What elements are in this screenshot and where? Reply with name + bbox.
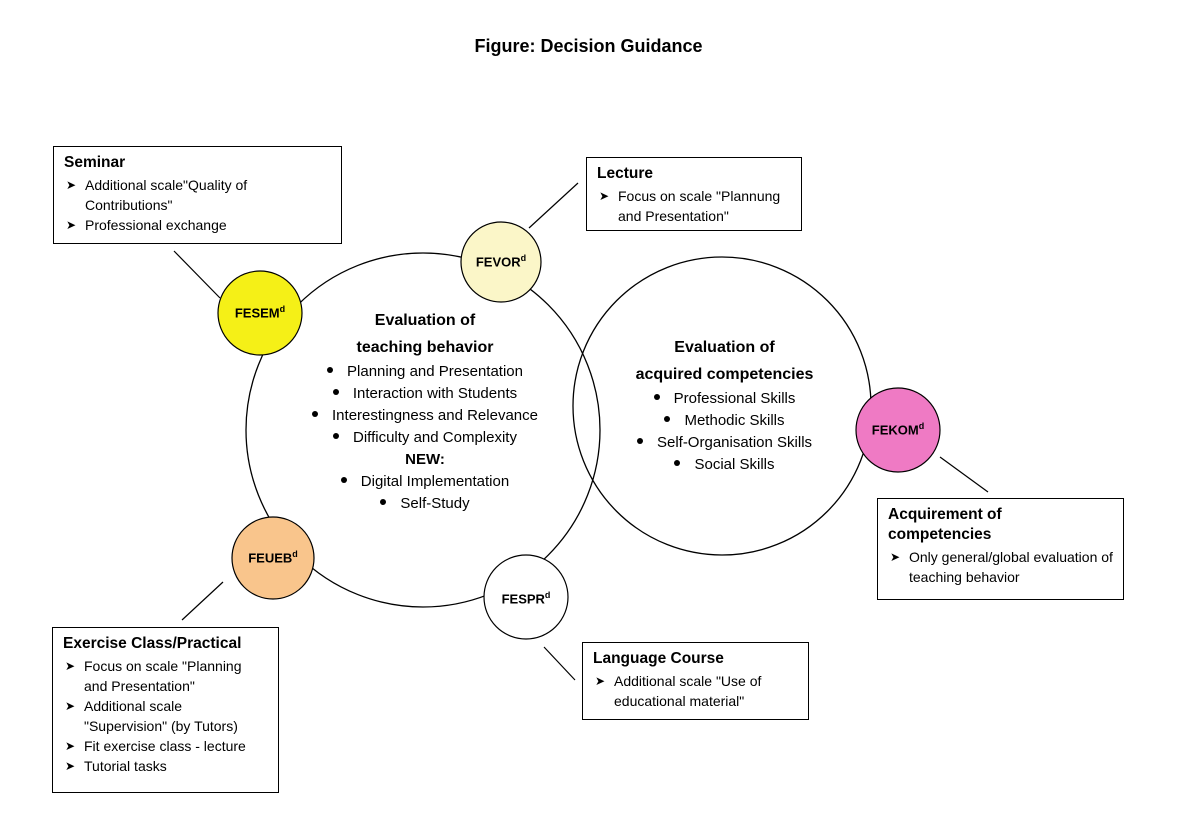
list-item: ➤Fit exercise class - lecture	[65, 738, 246, 754]
lecture-list: ➤Focus on scale "Plannung and Presentati…	[597, 186, 791, 226]
bullet-icon	[312, 411, 319, 418]
fesem-node	[217, 270, 303, 356]
connector-lecture	[528, 182, 579, 229]
list-item: ➤Only general/global evaluation of teach…	[890, 549, 1113, 585]
list-item: ➤Professional exchange	[66, 217, 227, 233]
language-box: Language Course ➤Additional scale "Use o…	[582, 642, 809, 720]
bullet-icon	[333, 433, 340, 440]
seminar-list: ➤Additional scale"Quality of Contributio…	[64, 175, 331, 235]
lecture-box: Lecture ➤Focus on scale "Plannung and Pr…	[586, 157, 802, 231]
list-item: Difficulty and Complexity	[300, 427, 550, 449]
arrow-bullet-icon: ➤	[66, 218, 77, 232]
list-item: ➤Tutorial tasks	[65, 758, 167, 774]
figure-title: Figure: Decision Guidance	[474, 36, 703, 56]
lecture-title: Lecture	[597, 165, 653, 182]
acquirement-list: ➤Only general/global evaluation of teach…	[888, 547, 1113, 587]
list-item: Interaction with Students	[300, 383, 550, 405]
arrow-bullet-icon: ➤	[599, 189, 610, 203]
teaching-behavior-heading-2: teaching behavior	[356, 339, 494, 356]
teaching-behavior-circle	[245, 252, 601, 608]
feueb-label: FEUEBd	[248, 549, 298, 566]
connector-acquirement	[939, 456, 989, 493]
fevor-label: FEVORd	[475, 253, 527, 270]
connector-language	[543, 646, 576, 681]
competencies-heading-1: Evaluation of	[674, 339, 775, 356]
acquirement-box: Acquirement of competencies ➤Only genera…	[877, 498, 1124, 600]
teaching-behavior-text: Evaluation of teaching behavior Planning…	[300, 307, 550, 515]
fevor-node	[460, 221, 542, 303]
bullet-icon	[340, 477, 347, 484]
competencies-list: Professional Skills Methodic Skills Self…	[612, 388, 837, 476]
list-item: Self-Organisation Skills	[612, 432, 837, 454]
fespr-node	[483, 554, 569, 640]
feueb-node	[231, 516, 315, 600]
exercise-title: Exercise Class/Practical	[63, 635, 242, 652]
bullet-icon	[636, 438, 643, 445]
arrow-bullet-icon: ➤	[890, 550, 901, 564]
bullet-icon	[332, 389, 339, 396]
arrow-bullet-icon: ➤	[65, 659, 76, 673]
language-list: ➤Additional scale "Use of educational ma…	[593, 671, 798, 711]
fekom-node	[855, 387, 941, 473]
arrow-bullet-icon: ➤	[66, 178, 77, 192]
arrow-bullet-icon: ➤	[65, 759, 76, 773]
arrow-bullet-icon: ➤	[65, 699, 76, 713]
bullet-icon	[664, 416, 671, 423]
new-label: NEW:	[405, 451, 445, 468]
fesem-label: FESEMd	[234, 304, 286, 321]
arrow-bullet-icon: ➤	[65, 739, 76, 753]
bullet-icon	[653, 394, 660, 401]
fespr-label: FESPRd	[501, 590, 551, 607]
list-item: Methodic Skills	[612, 410, 837, 432]
list-item: ➤Focus on scale "Planning and Presentati…	[65, 658, 242, 694]
teaching-behavior-heading-1: Evaluation of	[374, 312, 476, 329]
list-item: ➤Focus on scale "Plannung and Presentati…	[599, 188, 781, 224]
list-item: Self-Study	[300, 493, 550, 515]
arrow-bullet-icon: ➤	[595, 674, 606, 688]
acquired-competencies-text: Evaluation of acquired competencies Prof…	[612, 334, 837, 476]
list-item: ➤Additional scale"Quality of Contributio…	[66, 177, 248, 213]
acquirement-title: Acquirement of competencies	[888, 506, 1002, 543]
list-item: Social Skills	[612, 454, 837, 476]
connector-seminar	[173, 250, 221, 299]
exercise-list: ➤Focus on scale "Planning and Presentati…	[63, 656, 268, 776]
teaching-behavior-list: Planning and Presentation Interaction wi…	[300, 361, 550, 449]
seminar-box: Seminar ➤Additional scale"Quality of Con…	[53, 146, 342, 244]
language-title: Language Course	[593, 650, 724, 667]
list-item: Planning and Presentation	[300, 361, 550, 383]
bullet-icon	[327, 367, 334, 374]
exercise-box: Exercise Class/Practical ➤Focus on scale…	[52, 627, 279, 793]
list-item: Interestingness and Relevance	[300, 405, 550, 427]
fekom-label: FEKOMd	[871, 421, 925, 438]
connector-exercise	[181, 581, 224, 621]
new-items-list: Digital Implementation Self-Study	[300, 471, 550, 515]
bullet-icon	[674, 460, 681, 467]
bullet-icon	[380, 499, 387, 506]
list-item: ➤Additional scale "Use of educational ma…	[595, 673, 762, 709]
list-item: Professional Skills	[612, 388, 837, 410]
seminar-title: Seminar	[64, 154, 126, 171]
competencies-heading-2: acquired competencies	[635, 366, 814, 383]
list-item: Digital Implementation	[300, 471, 550, 493]
list-item: ➤Additional scale "Supervision" (by Tuto…	[65, 698, 238, 734]
